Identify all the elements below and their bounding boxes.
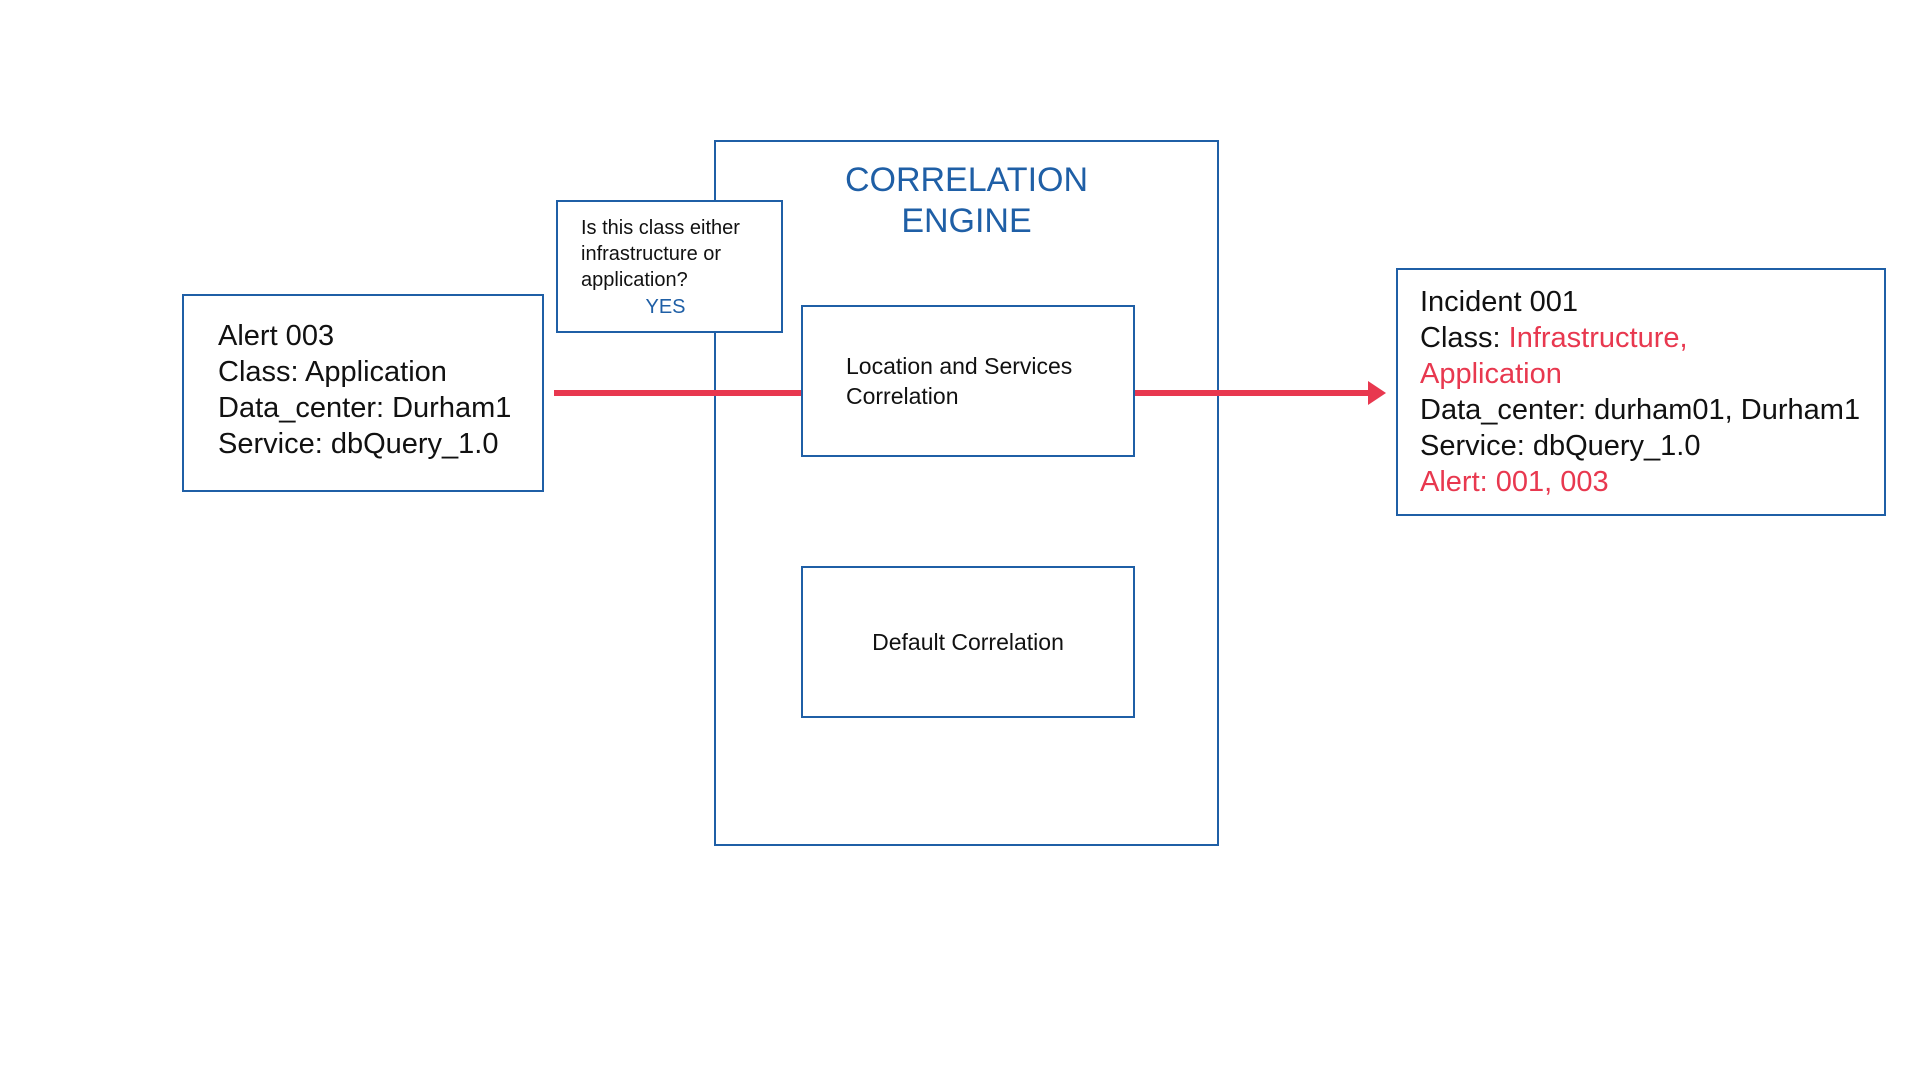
incident-class-value-1: Infrastructure, xyxy=(1508,322,1688,354)
alert-class: Class: Application xyxy=(218,356,447,388)
alert-box: Alert 003 Class: Application Data_center… xyxy=(182,294,544,492)
flow-line-in xyxy=(554,390,802,396)
alert-service: Service: dbQuery_1.0 xyxy=(218,428,499,460)
question-box: Is this class either infrastructure or a… xyxy=(556,200,783,333)
engine-title-line2: ENGINE xyxy=(901,202,1032,240)
incident-box: Incident 001 Class: Infrastructure, Appl… xyxy=(1396,268,1886,516)
correlation-engine-box: CORRELATION ENGINE xyxy=(714,140,1219,846)
question-text: Is this class either infrastructure or a… xyxy=(581,217,740,291)
incident-title: Incident 001 xyxy=(1420,286,1579,318)
engine-title: CORRELATION ENGINE xyxy=(716,160,1217,242)
incident-class: Class: Infrastructure, xyxy=(1420,320,1884,356)
location-services-line1: Location and Services xyxy=(846,353,1073,379)
arrow-head xyxy=(1368,381,1386,405)
alert-data-center: Data_center: Durham1 xyxy=(218,392,512,424)
question-answer: YES xyxy=(645,296,686,318)
engine-title-line1: CORRELATION xyxy=(844,161,1089,199)
alert-title: Alert 003 xyxy=(218,320,335,352)
default-correlation-label: Default Correlation xyxy=(872,629,1064,655)
incident-alerts: Alert: 001, 003 xyxy=(1420,466,1609,498)
incident-class-prefix: Class: xyxy=(1420,322,1509,354)
incident-service: Service: dbQuery_1.0 xyxy=(1420,430,1701,462)
flow-line-out xyxy=(1134,390,1374,396)
default-correlation-box: Default Correlation xyxy=(801,566,1135,718)
incident-data-center: Data_center: durham01, Durham1 xyxy=(1420,394,1861,426)
location-services-correlation-box: Location and Services Correlation xyxy=(801,305,1135,457)
location-services-line2: Correlation xyxy=(846,383,959,409)
incident-class-value-2: Application xyxy=(1420,358,1562,390)
